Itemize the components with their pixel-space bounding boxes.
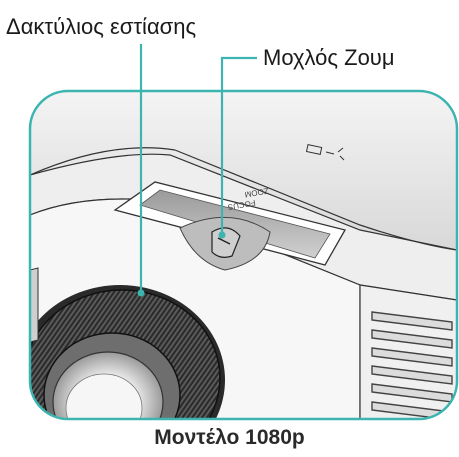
zoom-lever-leader-dot	[218, 231, 226, 239]
zoom-lever-leader	[220, 56, 257, 235]
rear-icons	[305, 144, 345, 161]
zoom-lever-well	[113, 181, 346, 271]
focus-ring-leader-dot	[137, 289, 145, 297]
projector-body	[30, 91, 457, 419]
zoom-lever-label: Μοχλός Ζουμ	[263, 45, 395, 70]
leader-lines	[139, 44, 257, 293]
lever-marking-zoom: ZOOM	[244, 186, 270, 199]
frame-border	[28, 89, 459, 421]
lens-assembly	[30, 285, 225, 419]
focus-ring-label: Δακτύλιος εστίασης	[6, 14, 197, 39]
side-vents	[359, 284, 457, 419]
model-caption: Μοντέλο 1080p	[154, 426, 305, 449]
